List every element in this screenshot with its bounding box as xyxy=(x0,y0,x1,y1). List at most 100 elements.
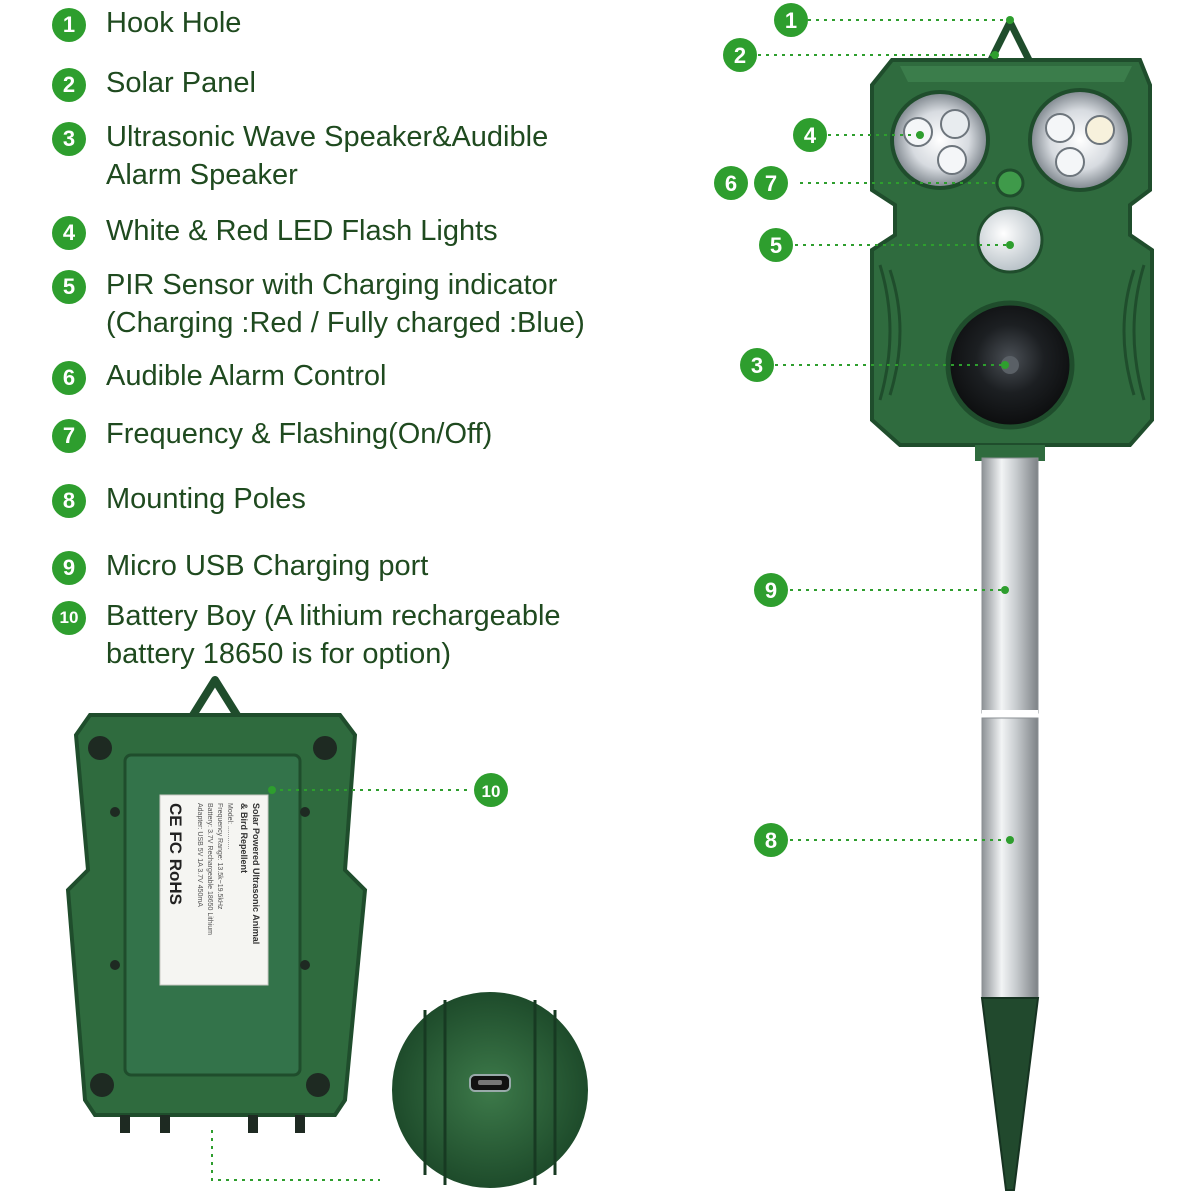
repeller-front-view xyxy=(870,18,1154,1191)
ground-spike xyxy=(980,997,1040,1191)
callout-number: 3 xyxy=(751,353,763,378)
legend-label: Battery Boy (A lithium rechargeable batt… xyxy=(106,600,561,670)
micro-usb-slot xyxy=(478,1080,502,1085)
callout-number: 2 xyxy=(734,43,746,68)
number-badge: 2 xyxy=(52,68,86,102)
screw xyxy=(110,960,120,970)
mounting-pole-lower xyxy=(981,717,1039,999)
sticker-line: Solar Powered Ultrasonic Animal xyxy=(251,803,261,944)
callout-number: 6 xyxy=(725,171,737,196)
number-badge: 9 xyxy=(52,551,86,585)
legend-item: 2 Solar Panel xyxy=(52,64,256,102)
screw xyxy=(110,807,120,817)
legend-item: 9 Micro USB Charging port xyxy=(52,547,428,585)
number-badge: 10 xyxy=(52,601,86,635)
legend-label: Hook Hole xyxy=(106,7,242,39)
number-badge: 5 xyxy=(52,270,86,304)
side-ribs-right xyxy=(1122,264,1146,401)
legend-label: Mounting Poles xyxy=(106,483,306,515)
leader-dot xyxy=(1006,836,1014,844)
leader-dot xyxy=(268,786,276,794)
product-label-sticker: Solar Powered Ultrasonic Animal & Bird R… xyxy=(159,794,269,986)
hook-loop xyxy=(186,676,244,723)
legend-label: PIR Sensor with Charging indicator (Char… xyxy=(106,269,585,339)
callout-badge xyxy=(754,573,788,607)
port-tabs xyxy=(160,1115,170,1133)
number-badge: 7 xyxy=(52,419,86,453)
led xyxy=(1055,147,1085,177)
leader-dot xyxy=(1006,16,1014,24)
callout-number: 5 xyxy=(770,233,782,258)
leader-line xyxy=(211,1130,380,1181)
callout-badge xyxy=(474,773,508,807)
number-badge: 8 xyxy=(52,484,86,518)
led xyxy=(1045,113,1075,143)
sticker-line: Model: ............ xyxy=(226,803,233,849)
legend-item: 7 Frequency & Flashing(On/Off) xyxy=(52,415,492,453)
led xyxy=(937,145,967,175)
callout-number: 7 xyxy=(765,171,777,196)
callout-badges: 1 2 4 6 7 5 3 9 8 10 xyxy=(474,3,827,857)
legend-label: Micro USB Charging port xyxy=(106,550,429,582)
repeller-back-view: Solar Powered Ultrasonic Animal & Bird R… xyxy=(65,676,592,1192)
legend-label: Ultrasonic Wave Speaker&Audible Alarm Sp… xyxy=(106,121,549,191)
legend-item: 5 PIR Sensor with Charging indicator (Ch… xyxy=(52,266,585,342)
control-button xyxy=(995,168,1025,198)
port-tabs xyxy=(248,1115,258,1133)
legend-label: Solar Panel xyxy=(106,67,256,99)
legend-label: White & Red LED Flash Lights xyxy=(106,215,498,247)
callout-number: 8 xyxy=(765,828,777,853)
port-tabs xyxy=(295,1115,305,1133)
side-ribs-left xyxy=(878,264,902,401)
pole-collar xyxy=(975,445,1045,461)
leader-dot xyxy=(1001,361,1009,369)
screw xyxy=(300,960,310,970)
legend-label: Frequency & Flashing(On/Off) xyxy=(106,418,493,450)
legend-label: Audible Alarm Control xyxy=(106,360,387,392)
sticker-line: Battery: 3.7V Rechargeable 18650 Lithium xyxy=(206,803,213,935)
legend-item: 8 Mounting Poles xyxy=(52,480,306,518)
sticker-line: & Bird Repellent xyxy=(239,803,249,873)
rubber-foot xyxy=(306,1073,330,1097)
led xyxy=(940,109,970,139)
rubber-foot xyxy=(88,736,112,760)
callout-badge xyxy=(774,3,808,37)
rubber-foot xyxy=(90,1073,114,1097)
speaker-center xyxy=(1001,356,1019,374)
callout-badge xyxy=(723,38,757,72)
callout-number: 9 xyxy=(765,578,777,603)
legend-item: 6 Audible Alarm Control xyxy=(52,357,386,395)
rubber-foot xyxy=(313,736,337,760)
sticker-background xyxy=(159,794,269,986)
legend-item: 1 Hook Hole xyxy=(52,4,241,42)
leader-dots xyxy=(268,16,1014,844)
leader-lines xyxy=(211,19,1010,1181)
legend-item: 3 Ultrasonic Wave Speaker&Audible Alarm … xyxy=(52,118,548,194)
led xyxy=(1085,115,1115,145)
number-badge: 1 xyxy=(52,8,86,42)
legend-item: 4 White & Red LED Flash Lights xyxy=(52,212,498,250)
solar-panel-edge xyxy=(900,66,1132,82)
callout-number: 4 xyxy=(804,123,817,148)
sticker-line: Frequency Range: 13.5k~19.5kHz xyxy=(216,803,223,910)
sticker-line: Adapter: USB 5V 1A 3.7V 450mA xyxy=(196,803,203,907)
callout-badge xyxy=(740,348,774,382)
callout-number: 10 xyxy=(482,782,501,801)
leader-dot xyxy=(1006,241,1014,249)
pir-sensor-lens xyxy=(976,206,1044,274)
leader-dot xyxy=(1001,586,1009,594)
pole-joint xyxy=(982,710,1038,718)
callout-badge xyxy=(759,228,793,262)
port-tabs xyxy=(120,1115,130,1133)
screw xyxy=(300,807,310,817)
mounting-pole-upper xyxy=(981,457,1039,714)
callout-badge xyxy=(754,823,788,857)
callout-badge xyxy=(714,166,748,200)
leader-dot xyxy=(991,51,999,59)
number-badge: 4 xyxy=(52,216,86,250)
callout-badge xyxy=(754,166,788,200)
legend-item: 10 Battery Boy (A lithium rechargeable b… xyxy=(52,597,561,673)
number-badge: 3 xyxy=(52,122,86,156)
callout-number: 1 xyxy=(785,8,797,33)
